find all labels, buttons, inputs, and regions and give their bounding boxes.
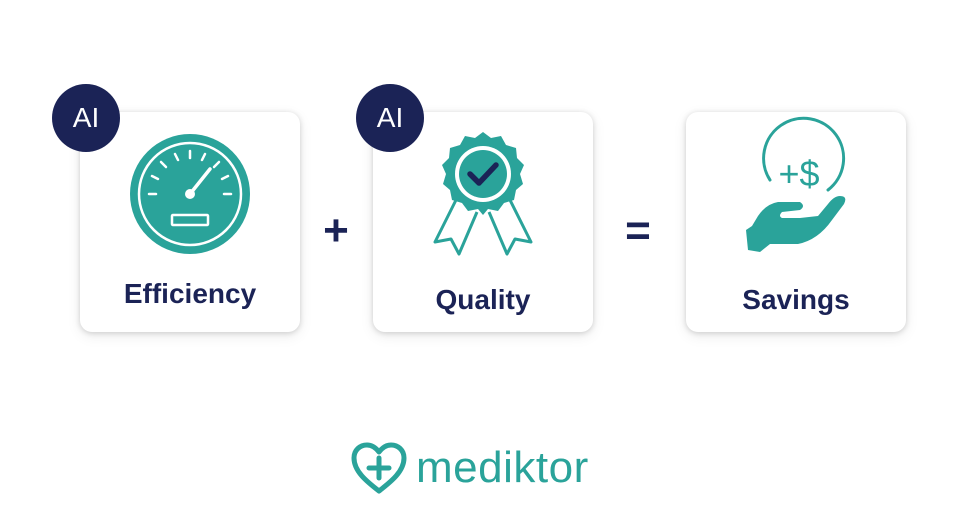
- savings-card: +$ Savings: [686, 112, 906, 332]
- efficiency-card: Efficiency: [80, 112, 300, 332]
- quality-card: Quality: [373, 112, 593, 332]
- hand-dollar-icon: +$: [746, 116, 846, 252]
- efficiency-label: Efficiency: [123, 278, 257, 309]
- plus-operator: +: [323, 206, 349, 255]
- plus-dollar-text: +$: [778, 153, 819, 194]
- heart-plus-icon: [351, 442, 407, 494]
- award-ribbon-icon: [433, 132, 533, 256]
- quality-label: Quality: [435, 284, 531, 315]
- mediktor-logo: mediktor: [348, 436, 589, 500]
- logo-text: mediktor: [416, 443, 589, 492]
- ai-badge-efficiency: AI: [52, 84, 120, 152]
- ai-badge-quality: AI: [356, 84, 424, 152]
- savings-label: Savings: [742, 284, 850, 315]
- speedometer-icon: [130, 134, 250, 254]
- equals-operator: =: [625, 206, 651, 255]
